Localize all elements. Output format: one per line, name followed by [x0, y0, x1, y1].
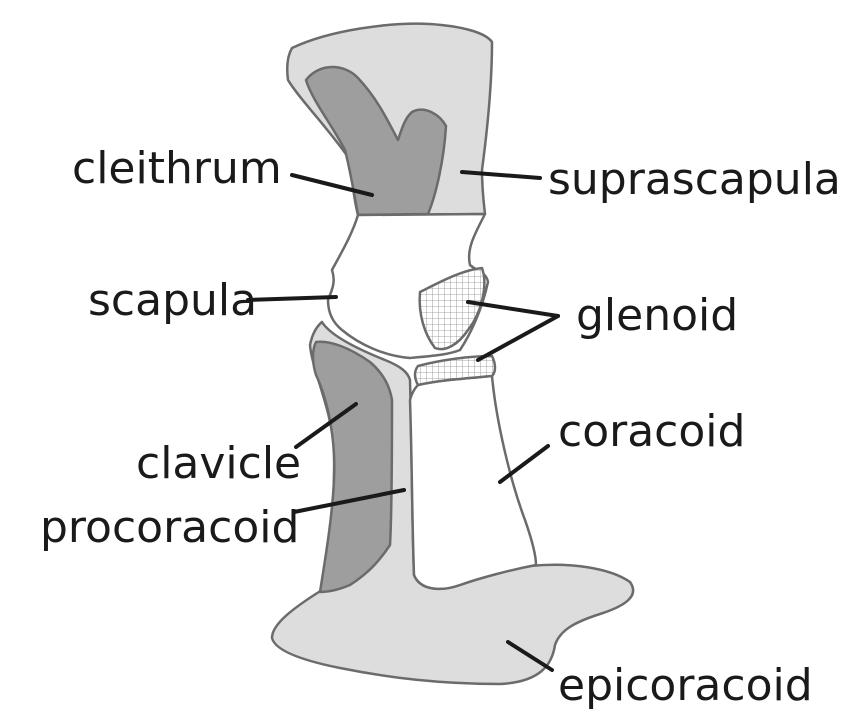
label-cleithrum: cleithrum	[72, 143, 282, 194]
glenoid-leader-upper	[466, 300, 560, 318]
glenoid-leader-lower	[476, 314, 560, 362]
label-coracoid: coracoid	[558, 406, 745, 457]
suprascapula-leader	[460, 170, 542, 180]
glenoid-lower-shape	[413, 354, 497, 387]
cleithrum-leader	[290, 173, 374, 197]
label-clavicle: clavicle	[136, 438, 301, 489]
procoracoid-leader	[292, 488, 406, 514]
label-glenoid: glenoid	[576, 290, 738, 341]
epicoracoid-leader	[506, 640, 554, 672]
clavicle-shape	[311, 340, 394, 594]
label-epicoracoid: epicoracoid	[558, 660, 813, 711]
clavicle-leader	[294, 402, 358, 449]
label-suprascapula: suprascapula	[548, 154, 841, 205]
label-procoracoid: procoracoid	[40, 502, 299, 553]
coracoid-shape	[408, 374, 538, 591]
cleithrum-shape	[304, 65, 448, 217]
glenoid-upper-shape	[418, 266, 486, 351]
scapula-leader	[246, 295, 338, 302]
coracoid-leader	[498, 444, 550, 484]
label-scapula: scapula	[88, 275, 257, 326]
